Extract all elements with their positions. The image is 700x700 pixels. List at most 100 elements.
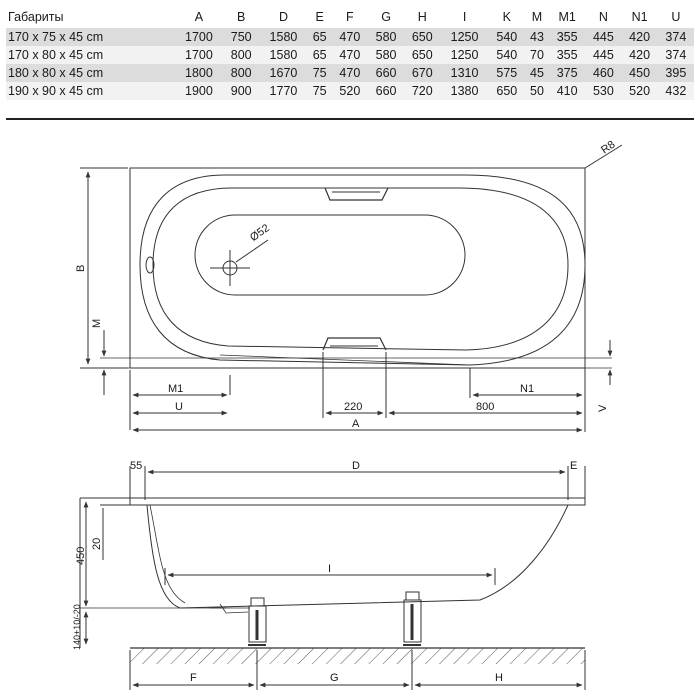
table-cell: 355 <box>549 46 586 64</box>
table-cell: 170 x 80 x 45 cm <box>6 46 175 64</box>
table-cell: 1700 <box>174 46 224 64</box>
dim-F-label: F <box>190 672 197 684</box>
tub-outer-bowl <box>139 174 586 366</box>
dim-N1-label: N1 <box>520 383 534 395</box>
table-header-cell: K <box>502 10 511 24</box>
radius-label: R8 <box>599 139 617 157</box>
tub-basin <box>194 214 466 296</box>
table-cell: 540 <box>488 28 525 46</box>
handle-bottom <box>322 337 387 351</box>
table-cell: 580 <box>367 28 405 46</box>
table-cell: 190 x 90 x 45 cm <box>6 82 175 100</box>
table-cell: 1800 <box>174 64 224 82</box>
table-cell: 1900 <box>174 82 224 100</box>
table-cell: 45 <box>524 64 550 82</box>
dim-E-label: E <box>570 460 577 472</box>
table-cell: 580 <box>367 46 405 64</box>
table-cell: 470 <box>331 64 368 82</box>
table-cell: 1580 <box>259 28 308 46</box>
table-cell: 70 <box>524 46 550 64</box>
table-cell: 1770 <box>259 82 308 100</box>
dim-450-label: 450 <box>75 547 87 565</box>
table-cell: 575 <box>488 64 525 82</box>
table-cell: 650 <box>488 82 525 100</box>
table-cell: 800 <box>223 64 260 82</box>
table-cell: 450 <box>621 64 658 82</box>
table-header-cell: U <box>671 10 681 24</box>
table-header-cell: M1 <box>558 10 576 24</box>
table-header-cell: H <box>417 10 427 24</box>
table-header-cell: E <box>315 10 324 24</box>
table-cell: 520 <box>621 82 658 100</box>
dim-B-label: B <box>75 265 87 272</box>
table-cell: 720 <box>404 82 441 100</box>
table-cell: 530 <box>585 82 622 100</box>
dim-U-label: U <box>175 401 183 413</box>
table-cell: 375 <box>549 64 586 82</box>
table-header-cell: F <box>346 10 354 24</box>
dim-M1-label: M1 <box>168 383 183 395</box>
dim-55-label: 55 <box>130 460 142 472</box>
table-cell: 75 <box>307 82 332 100</box>
table-cell: 374 <box>657 28 694 46</box>
table-cell: 750 <box>223 28 260 46</box>
table-cell: 180 x 80 x 45 cm <box>6 64 175 82</box>
table-header-cell: M <box>531 10 543 24</box>
table-cell: 170 x 75 x 45 cm <box>6 28 175 46</box>
table-cell: 670 <box>404 64 441 82</box>
dim-I-label: I <box>328 563 331 575</box>
table-cell: 800 <box>223 46 260 64</box>
table-header-cell: I <box>462 10 467 24</box>
dim-legs-label: 140+10/-20 <box>72 604 82 650</box>
table-header-cell: Габариты <box>8 10 64 24</box>
table-header-cell: N <box>598 10 608 24</box>
table-cell: 410 <box>549 82 586 100</box>
dim-G-label: G <box>330 672 339 684</box>
table-cell: 50 <box>524 82 550 100</box>
handle-top <box>324 187 389 201</box>
table-cell: 1250 <box>440 28 489 46</box>
top-view: Ø52 R8 B M M1 U 220 800 N1 <box>75 139 623 433</box>
tub-rim-side <box>129 497 586 506</box>
table-cell: 460 <box>585 64 622 82</box>
leg-left <box>248 597 267 646</box>
dim-220-label: 220 <box>344 401 362 413</box>
table-cell: 1380 <box>440 82 489 100</box>
table-header-cell: A <box>194 10 204 24</box>
table-cell: 1310 <box>440 64 489 82</box>
table-cell: 1580 <box>259 46 308 64</box>
tub-body-side <box>146 504 569 609</box>
table-cell: 540 <box>488 46 525 64</box>
table-header-cell: B <box>237 10 246 24</box>
table-header-cell: G <box>381 10 391 24</box>
dim-800-label: 800 <box>476 401 494 413</box>
tub-inner-bowl <box>152 187 569 351</box>
table-cell: 75 <box>307 64 332 82</box>
table-cell: 470 <box>331 46 368 64</box>
table-cell: 470 <box>331 28 368 46</box>
table-cell: 420 <box>621 46 658 64</box>
table-cell: 900 <box>223 82 260 100</box>
dim-A-label: A <box>352 418 360 430</box>
table-cell: 445 <box>585 28 622 46</box>
table-cell: 1250 <box>440 46 489 64</box>
table-cell: 420 <box>621 28 658 46</box>
table-cell: 1670 <box>259 64 308 82</box>
table-cell: 520 <box>331 82 368 100</box>
table-cell: 660 <box>367 64 405 82</box>
table-cell: 1700 <box>174 28 224 46</box>
table-cell: 65 <box>307 28 332 46</box>
table-header-cell: D <box>278 10 288 24</box>
table-cell: 660 <box>367 82 405 100</box>
table-cell: 374 <box>657 46 694 64</box>
dim-D-label: D <box>352 460 360 472</box>
floor-hatching <box>130 648 585 664</box>
dim-H-label: H <box>495 672 503 684</box>
leg-right <box>403 591 422 646</box>
